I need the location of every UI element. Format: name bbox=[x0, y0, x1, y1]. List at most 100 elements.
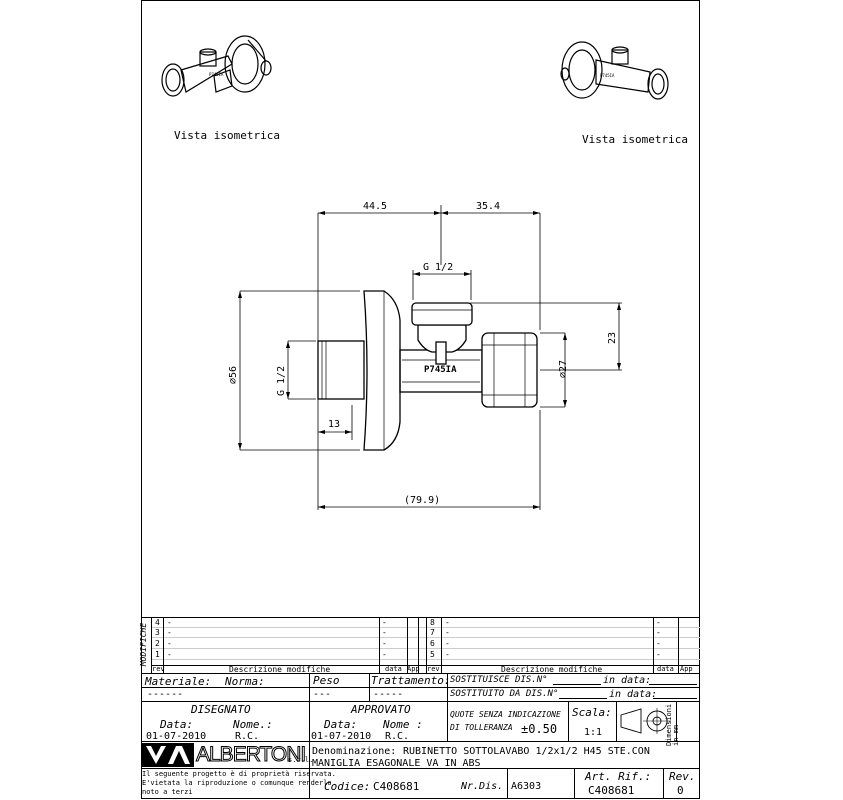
dim-79-9: (79.9) bbox=[404, 495, 440, 506]
trattamento-label: Trattamento: bbox=[371, 674, 451, 687]
peso-label: Peso bbox=[313, 674, 340, 687]
sostituito-in-data-label: in data: bbox=[609, 689, 658, 700]
col-app-left: App bbox=[407, 665, 420, 673]
dim-13: 13 bbox=[328, 419, 340, 430]
approvato-nome-label: Nome : bbox=[383, 718, 423, 731]
dim-g-half-top: G 1/2 bbox=[423, 262, 453, 273]
rev-row-2-date: - bbox=[382, 639, 387, 648]
rev-row-7-date: - bbox=[656, 628, 661, 637]
dimensioni-label: Dimensioni in mm bbox=[665, 703, 680, 746]
dim-23: 23 bbox=[607, 332, 618, 344]
isometric-label-left: Vista isometrica bbox=[174, 129, 280, 142]
rev-row-3-desc: - bbox=[167, 628, 172, 637]
revision-table: MODIFICHE 4 - - 3 - - 2 - - 1 - - 8 - - … bbox=[139, 617, 700, 674]
denominazione-label: Denominazione: bbox=[312, 746, 397, 757]
rev-row-2-desc: - bbox=[167, 639, 172, 648]
tolerance-value: ±0.50 bbox=[521, 722, 558, 736]
disegnato-nome-label: Nome.: bbox=[233, 718, 273, 731]
rev-row-1-date: - bbox=[382, 650, 387, 659]
sostituisce-in-data-label: in data: bbox=[603, 675, 652, 686]
dim-diameter-56: ⌀56 bbox=[228, 366, 239, 384]
materiale-value: ------ bbox=[147, 689, 184, 700]
col-date-left: data bbox=[385, 665, 402, 673]
modifiche-label: MODIFICHE bbox=[139, 622, 149, 667]
logo-va-mark bbox=[142, 743, 194, 767]
company-logo: ALBERTONI s.r.l. bbox=[142, 743, 313, 767]
isometric-label-right: Vista isometrica bbox=[582, 133, 688, 146]
quote-label-1: QUOTE SENZA INDICAZIONE bbox=[450, 710, 561, 719]
nrdis-label: Nr.Dis. bbox=[461, 781, 504, 792]
isometric-view-left bbox=[161, 35, 272, 97]
codice-value: C408681 bbox=[373, 780, 420, 793]
valve-marking-right: P745IA bbox=[600, 73, 615, 78]
disegnato-nome-value: R.C. bbox=[235, 731, 260, 742]
rev-label: Rev. bbox=[669, 770, 696, 783]
rev-row-4-date: - bbox=[382, 618, 387, 627]
disegnato-data-label: Data: bbox=[160, 718, 194, 731]
col-rev-left: rev bbox=[152, 665, 165, 673]
valve-marking: P745IA bbox=[424, 365, 457, 375]
materiale-label: Materiale: bbox=[145, 675, 212, 688]
dim-35-4: 35.4 bbox=[476, 201, 500, 212]
dimension-arrows bbox=[238, 211, 621, 509]
company-name: ALBERTONI bbox=[195, 743, 306, 766]
approvato-label: APPROVATO bbox=[351, 703, 411, 716]
dimension-lines bbox=[239, 205, 622, 510]
artrif-value: C408681 bbox=[588, 784, 635, 797]
denominazione-line-1: RUBINETTO SOTTOLAVABO 1/2x1/2 H45 STE.CO… bbox=[403, 746, 650, 757]
technical-drawing: P745IA P745IA P745IA bbox=[161, 35, 669, 510]
approvato-data-value: 01-07-2010 bbox=[311, 731, 372, 742]
scala-label: Scala: bbox=[572, 706, 612, 719]
valve-section-view bbox=[317, 290, 538, 451]
rev-row-6-desc: - bbox=[445, 639, 450, 648]
rev-row-5-num: 5 bbox=[430, 650, 435, 659]
notice-line-3: noto a terzi bbox=[142, 788, 193, 796]
company-suffix: s.r.l. bbox=[288, 756, 314, 764]
sostituito-label: SOSTITUITO DA DIS.N° bbox=[450, 689, 559, 699]
rev-value: 0 bbox=[677, 784, 684, 797]
notice-line-1: Il seguente progetto è di proprietà rise… bbox=[142, 770, 336, 778]
rev-row-8-num: 8 bbox=[430, 618, 435, 627]
artrif-label: Art. Rif.: bbox=[585, 770, 652, 783]
rev-row-3-date: - bbox=[382, 628, 387, 637]
notice-line-2: E'vietata la riproduzione o comunque ren… bbox=[142, 779, 332, 787]
rev-row-4-desc: - bbox=[167, 618, 172, 627]
rev-row-2-num: 2 bbox=[155, 639, 160, 648]
approvato-data-label: Data: bbox=[324, 718, 358, 731]
trattamento-value: ----- bbox=[373, 689, 404, 700]
rev-row-1-desc: - bbox=[167, 650, 172, 659]
dim-diameter-27: ⌀27 bbox=[558, 360, 569, 378]
denominazione-line-2: MANIGLIA ESAGONALE VA IN ABS bbox=[312, 758, 481, 769]
quote-label-2: DI TOLLERANZA bbox=[450, 723, 513, 732]
col-rev-right: rev bbox=[427, 665, 440, 673]
isometric-view-right bbox=[560, 41, 669, 100]
rev-row-3-num: 3 bbox=[155, 628, 160, 637]
rev-row-5-desc: - bbox=[445, 650, 450, 659]
col-date-right: data bbox=[657, 665, 674, 673]
norma-label: Norma: bbox=[225, 675, 265, 688]
codice-label: Codice: bbox=[324, 780, 371, 793]
col-app-right: App bbox=[680, 665, 693, 673]
rev-row-8-desc: - bbox=[445, 618, 450, 627]
dim-44-5: 44.5 bbox=[363, 201, 387, 212]
valve-marking-left: P745IA bbox=[209, 72, 224, 77]
title-block: Materiale: Norma: ------ Peso --- Tratta… bbox=[141, 673, 700, 799]
approvato-nome-value: R.C. bbox=[385, 731, 410, 742]
rev-row-7-desc: - bbox=[445, 628, 450, 637]
rev-row-4-num: 4 bbox=[155, 618, 160, 627]
sostituisce-label: SOSTITUISCE DIS.N° bbox=[450, 675, 548, 685]
col-desc-right: Descrizione modifiche bbox=[501, 665, 603, 674]
nrdis-value: A6303 bbox=[511, 781, 542, 792]
disegnato-label: DISEGNATO bbox=[191, 703, 251, 716]
rev-row-5-date: - bbox=[656, 650, 661, 659]
peso-value: --- bbox=[313, 689, 332, 700]
rev-row-1-num: 1 bbox=[155, 650, 160, 659]
projection-symbol bbox=[620, 708, 671, 734]
rev-row-6-num: 6 bbox=[430, 639, 435, 648]
disegnato-data-value: 01-07-2010 bbox=[146, 731, 207, 742]
dim-g-half-left: G 1/2 bbox=[276, 366, 287, 396]
rev-row-7-num: 7 bbox=[430, 628, 435, 637]
drawing-sheet bbox=[141, 0, 700, 799]
scala-value: 1:1 bbox=[584, 727, 603, 738]
rev-row-6-date: - bbox=[656, 639, 661, 648]
